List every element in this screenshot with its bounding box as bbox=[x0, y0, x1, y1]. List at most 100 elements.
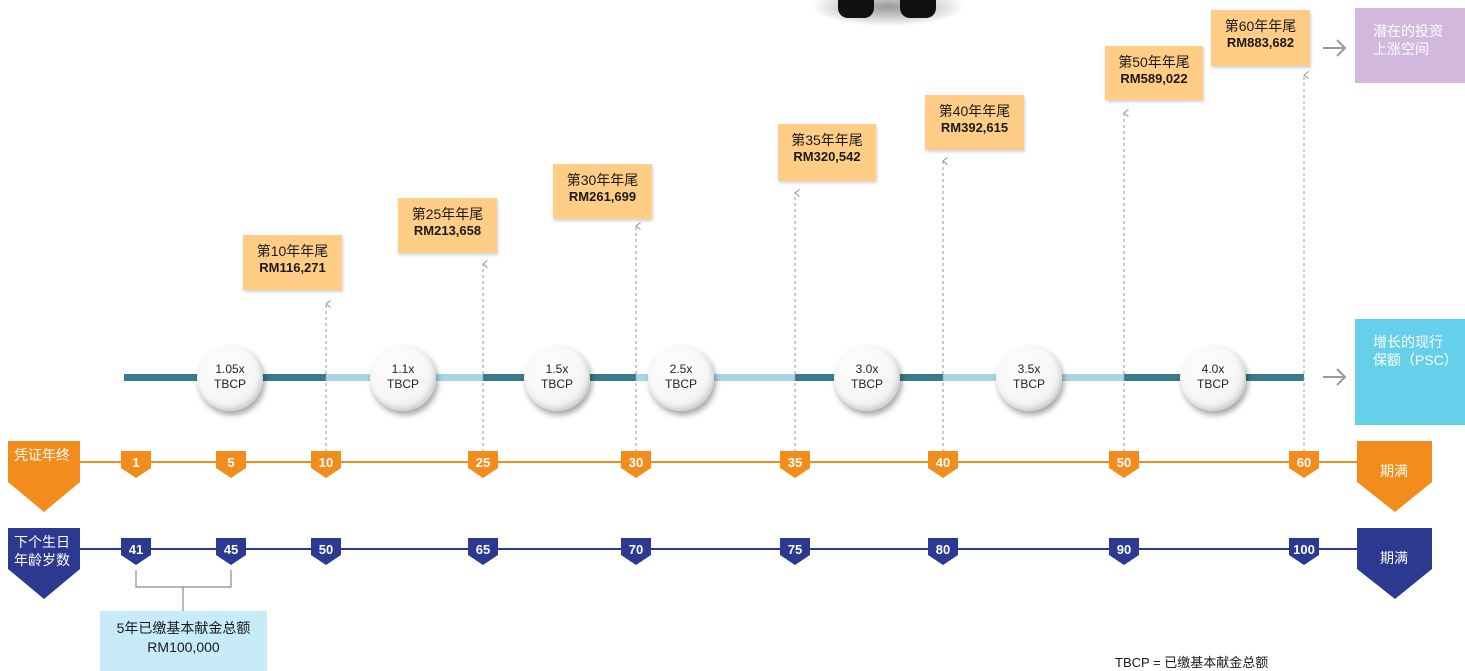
premium-total-box: 5年已缴基本献金总额 RM100,000 bbox=[100, 611, 267, 671]
multiplier-unit: TBCP bbox=[1196, 377, 1229, 391]
policy-year-end-shape bbox=[1357, 441, 1432, 512]
multiplier-factor: 1.1x bbox=[391, 362, 415, 376]
tbcp-legend: TBCP = 已缴基本献金总额 bbox=[1115, 655, 1269, 670]
milestone-year-35: 第35年年尾 RM320,542 bbox=[778, 124, 876, 181]
milestone-value: RM261,699 bbox=[568, 189, 637, 204]
age-label-line-2: 年龄岁数 bbox=[14, 552, 70, 568]
age-marker bbox=[468, 538, 498, 565]
right-shoe-icon bbox=[900, 0, 936, 18]
multiplier-unit: TBCP bbox=[850, 377, 883, 391]
policy-year-marker bbox=[1289, 451, 1319, 478]
age-marker bbox=[928, 538, 958, 565]
policy-year-marker bbox=[311, 451, 341, 478]
milestone-arrows bbox=[325, 70, 1309, 452]
age-marker bbox=[311, 538, 341, 565]
age-tick: 100 bbox=[1293, 542, 1315, 557]
upside-arrow-icon bbox=[1336, 39, 1347, 57]
milestone-value: RM589,022 bbox=[1120, 71, 1188, 86]
milestone-value: RM883,682 bbox=[1226, 35, 1295, 50]
upside-line-2: 上涨空间 bbox=[1373, 41, 1429, 57]
milestone-value: RM213,658 bbox=[413, 223, 482, 238]
multiplier-circle: 3.0x TBCP bbox=[834, 345, 900, 411]
milestone-title: 第50年年尾 bbox=[1118, 54, 1190, 70]
psc-line-2: 保额（PSC） bbox=[1373, 352, 1458, 368]
multiplier-circle: 3.5x TBCP bbox=[996, 345, 1062, 411]
psc-bar-segment bbox=[636, 374, 795, 381]
milestone-value: RM320,542 bbox=[793, 149, 861, 164]
age-tick: 75 bbox=[787, 542, 803, 557]
policy-year-label: 凭证年终 bbox=[14, 447, 70, 463]
age-marker bbox=[621, 538, 651, 565]
multiplier-unit: TBCP bbox=[213, 377, 246, 391]
age-label-shape bbox=[8, 528, 80, 599]
psc-arrow-icon bbox=[1336, 368, 1347, 386]
multiplier-factor: 1.5x bbox=[545, 362, 569, 376]
multiplier-unit: TBCP bbox=[1012, 377, 1045, 391]
policy-year-marker bbox=[621, 451, 651, 478]
policy-year-tick: 50 bbox=[1116, 455, 1132, 470]
age-tick: 90 bbox=[1116, 542, 1132, 557]
milestone-title: 第30年年尾 bbox=[566, 172, 639, 188]
milestone-title: 第60年年尾 bbox=[1224, 18, 1297, 34]
policy-year-marker bbox=[780, 451, 810, 478]
milestone-title: 第10年年尾 bbox=[256, 243, 329, 259]
policy-year-label-shape bbox=[8, 441, 80, 512]
policy-year-tick: 60 bbox=[1296, 455, 1312, 470]
upside-line-1: 潜在的投资 bbox=[1373, 23, 1443, 39]
age-tick: 50 bbox=[318, 542, 334, 557]
age-tick: 70 bbox=[628, 542, 644, 557]
policy-year-tick: 1 bbox=[132, 455, 140, 470]
milestone-title: 第40年年尾 bbox=[938, 103, 1011, 119]
policy-year-tick: 40 bbox=[935, 455, 951, 470]
premium-total-label: 5年已缴基本献金总额 bbox=[116, 620, 251, 636]
milestone-year-10: 第10年年尾 RM116,271 bbox=[243, 235, 342, 290]
milestone-value: RM392,615 bbox=[940, 120, 1009, 135]
multiplier-unit: TBCP bbox=[386, 377, 419, 391]
age-end-shape bbox=[1357, 528, 1432, 599]
policy-year-marker bbox=[121, 451, 151, 478]
left-shoe-icon bbox=[838, 0, 874, 18]
milestone-value: RM116,271 bbox=[259, 260, 326, 275]
premium-total-value: RM100,000 bbox=[147, 639, 220, 655]
policy-year-marker bbox=[928, 451, 958, 478]
milestone-year-25: 第25年年尾 RM213,658 bbox=[398, 198, 497, 253]
policy-year-tick: 35 bbox=[787, 455, 803, 470]
age-marker bbox=[216, 538, 246, 565]
psc-box: 增长的现行 保额（PSC） bbox=[1355, 319, 1465, 425]
age-markers bbox=[121, 538, 1319, 565]
policy-year-marker bbox=[1109, 451, 1139, 478]
multiplier-circle: 1.05x TBCP bbox=[197, 345, 263, 411]
age-tick: 41 bbox=[128, 542, 144, 557]
age-row bbox=[8, 528, 1432, 599]
policy-year-tick: 25 bbox=[475, 455, 491, 470]
multiplier-circle: 1.5x TBCP bbox=[524, 345, 590, 411]
multiplier-factor: 1.05x bbox=[215, 362, 245, 376]
age-marker bbox=[780, 538, 810, 565]
milestone-year-40: 第40年年尾 RM392,615 bbox=[925, 95, 1024, 150]
multiplier-unit: TBCP bbox=[540, 377, 573, 391]
age-label-line-1: 下个生日 bbox=[14, 534, 70, 550]
multiplier-circle: 2.5x TBCP bbox=[648, 345, 714, 411]
policy-year-tick: 30 bbox=[628, 455, 644, 470]
policy-year-end-label: 期满 bbox=[1380, 463, 1408, 479]
age-tick: 45 bbox=[223, 542, 239, 557]
multiplier-circle: 4.0x TBCP bbox=[1180, 345, 1246, 411]
multiplier-unit: TBCP bbox=[664, 377, 697, 391]
policy-year-markers bbox=[121, 451, 1319, 478]
psc-line-1: 增长的现行 bbox=[1373, 334, 1443, 350]
premium-bracket bbox=[135, 570, 232, 611]
milestone-year-60: 第60年年尾 RM883,682 bbox=[1211, 10, 1310, 66]
psc-growth-bar bbox=[124, 374, 1304, 381]
policy-year-marker bbox=[216, 451, 246, 478]
age-label: 下个生日 年龄岁数 bbox=[14, 533, 70, 569]
age-marker bbox=[1109, 538, 1139, 565]
milestone-year-50: 第50年年尾 RM589,022 bbox=[1105, 46, 1203, 100]
multiplier-factor: 3.5x bbox=[1017, 362, 1041, 376]
multiplier-factor: 4.0x bbox=[1201, 362, 1225, 376]
milestone-title: 第35年年尾 bbox=[791, 132, 863, 148]
milestone-year-30: 第30年年尾 RM261,699 bbox=[553, 164, 652, 219]
investment-upside-box: 潜在的投资 上涨空间 bbox=[1355, 8, 1465, 83]
multiplier-circle: 1.1x TBCP bbox=[370, 345, 436, 411]
policy-year-marker bbox=[468, 451, 498, 478]
